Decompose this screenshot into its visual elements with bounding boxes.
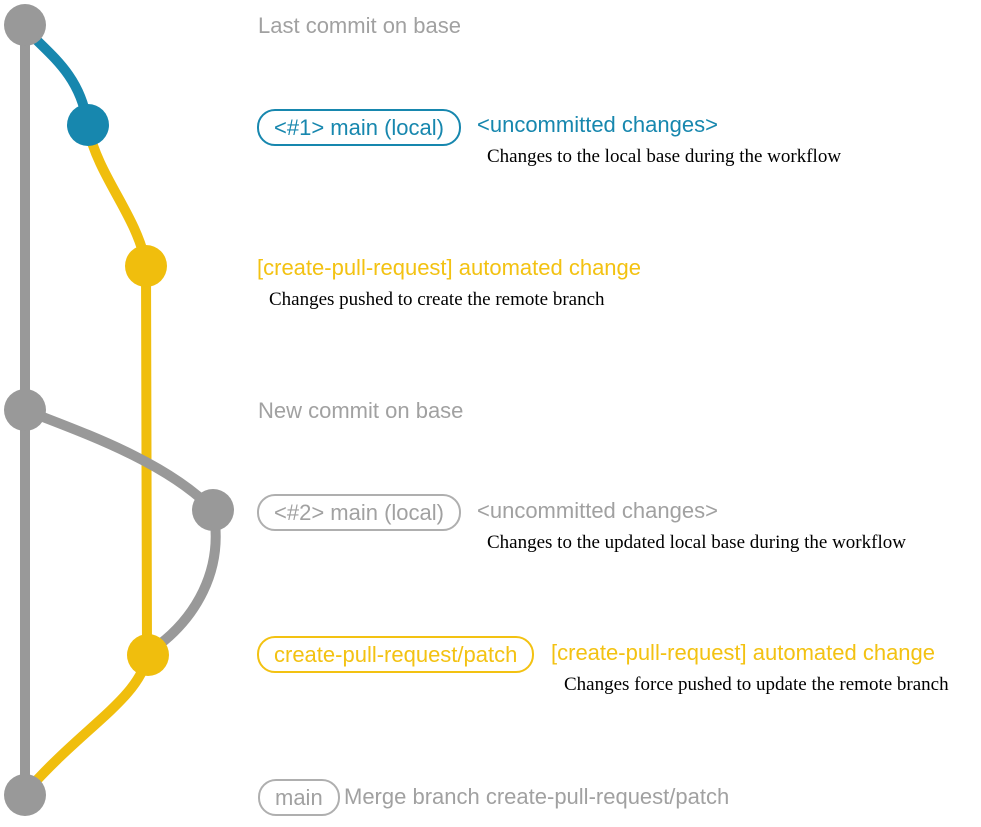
branch-badge-patch: create-pull-request/patch — [257, 636, 535, 673]
last-commit-label: Last commit on base — [258, 13, 461, 38]
branch-badge-main: main — [258, 779, 340, 816]
automated-change-desc-2: Changes force pushed to update the remot… — [564, 674, 949, 695]
remote-commit-2-node — [127, 634, 169, 676]
local-commit-1-node — [67, 104, 109, 146]
uncommitted-changes-title-1: <uncommitted changes> — [477, 112, 718, 137]
new-commit-label: New commit on base — [258, 398, 464, 423]
automated-change-desc-1: Changes pushed to create the remote bran… — [269, 289, 605, 310]
local-commit-2-node — [192, 489, 234, 531]
local2-to-remote2-edge — [147, 505, 221, 655]
automated-change-title-1: [create-pull-request] automated change — [257, 255, 642, 280]
merge-commit-node — [4, 774, 46, 816]
remote-branch-line — [83, 123, 152, 660]
base-to-local2-edge — [20, 405, 218, 515]
automated-change-title-2: [create-pull-request] automated change — [551, 640, 936, 665]
base-last-commit-node — [4, 4, 46, 46]
branch-badge-main-local-2: <#2> main (local) — [257, 494, 461, 531]
uncommitted-changes-desc-2: Changes to the updated local base during… — [487, 532, 906, 553]
base-new-commit-node — [4, 389, 46, 431]
uncommitted-changes-desc-1: Changes to the local base during the wor… — [487, 146, 842, 167]
branch-badge-main-local-1: <#1> main (local) — [257, 109, 461, 146]
remote-to-merge-edge — [21, 650, 153, 797]
merge-commit-title: Merge branch create-pull-request/patch — [344, 784, 730, 809]
uncommitted-changes-title-2: <uncommitted changes> — [477, 498, 718, 523]
remote-commit-1-node — [125, 245, 167, 287]
